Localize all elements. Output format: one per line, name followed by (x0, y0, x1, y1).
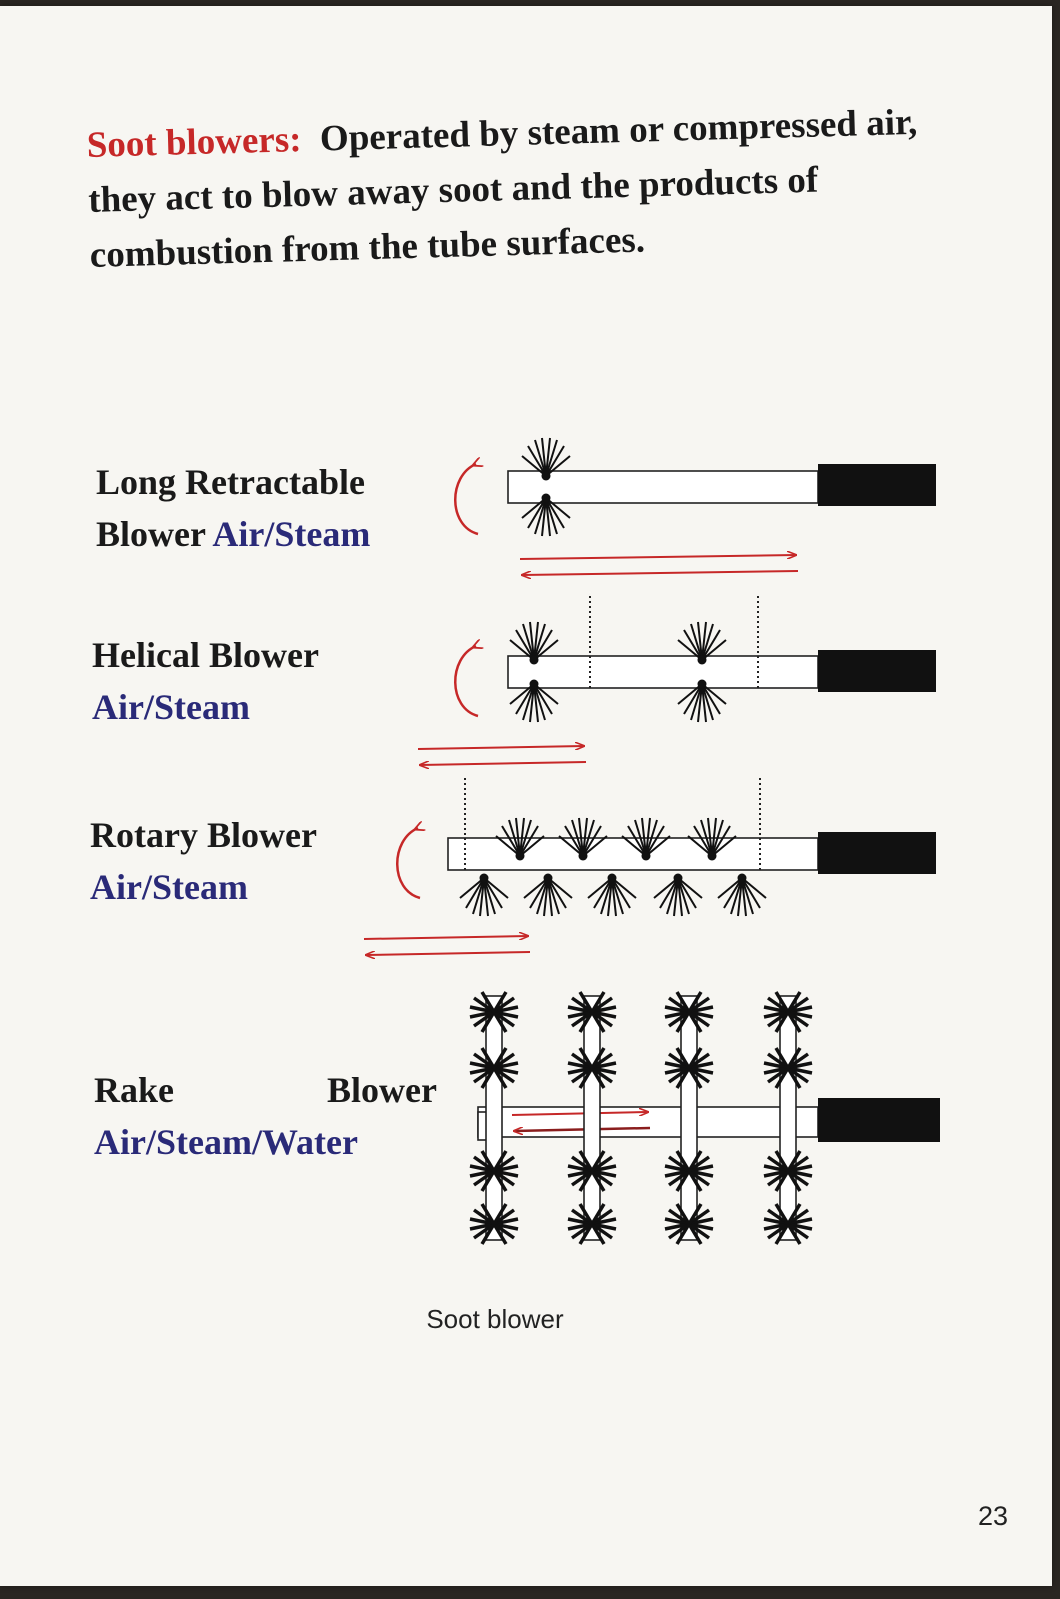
spray-nozzle-icon (718, 874, 766, 917)
rotation-arrow-icon (454, 646, 478, 718)
travel-arrows-icon (511, 1112, 648, 1115)
spray-nozzle-icon (460, 874, 508, 917)
motor-block-icon (818, 650, 936, 692)
label-long-retractable: Long Retractable Blower Air/Steam (96, 456, 370, 560)
label-helical: Helical Blower Air/Steam (92, 629, 319, 733)
motor-block-icon (818, 1098, 940, 1142)
soot-blower-figure (363, 437, 940, 1246)
label-rake: Rake Blower Air/Steam/Water (94, 1064, 454, 1168)
blower-medium: Air/Steam (90, 867, 248, 907)
motor-block-icon (818, 464, 936, 506)
blower-name: Helical Blower (92, 635, 319, 675)
diagram-rotary (363, 778, 936, 955)
travel-arrows-icon (519, 555, 796, 560)
blower-name: Rake (94, 1070, 174, 1110)
rotation-arrow-icon (396, 828, 420, 900)
label-rotary: Rotary Blower Air/Steam (90, 809, 317, 913)
travel-arrows-icon (417, 746, 584, 749)
diagram-helical (417, 596, 936, 765)
diagram-long-retractable (454, 437, 936, 575)
blower-medium: Air/Steam (212, 514, 371, 554)
diagram-rake (468, 990, 940, 1246)
spray-nozzle-icon (524, 874, 572, 917)
figure-caption: Soot blower (426, 1304, 564, 1334)
motor-block-icon (818, 832, 936, 874)
travel-arrows-icon (363, 936, 528, 939)
book-page: Soot blowers: Operated by steam or compr… (0, 6, 1052, 1586)
blower-medium: Air/Steam/Water (94, 1122, 358, 1162)
spray-nozzle-icon (654, 874, 702, 917)
blower-medium: Air/Steam (92, 687, 250, 727)
rotation-arrow-icon (454, 464, 478, 536)
blower-name: Rotary Blower (90, 815, 317, 855)
blower-name: Long Retractable (96, 462, 365, 502)
page-number: 23 (978, 1501, 1009, 1531)
spray-nozzle-icon (588, 874, 636, 917)
blower-name-line2: Blower (327, 1070, 437, 1110)
blower-name-line2: Blower (96, 514, 206, 554)
